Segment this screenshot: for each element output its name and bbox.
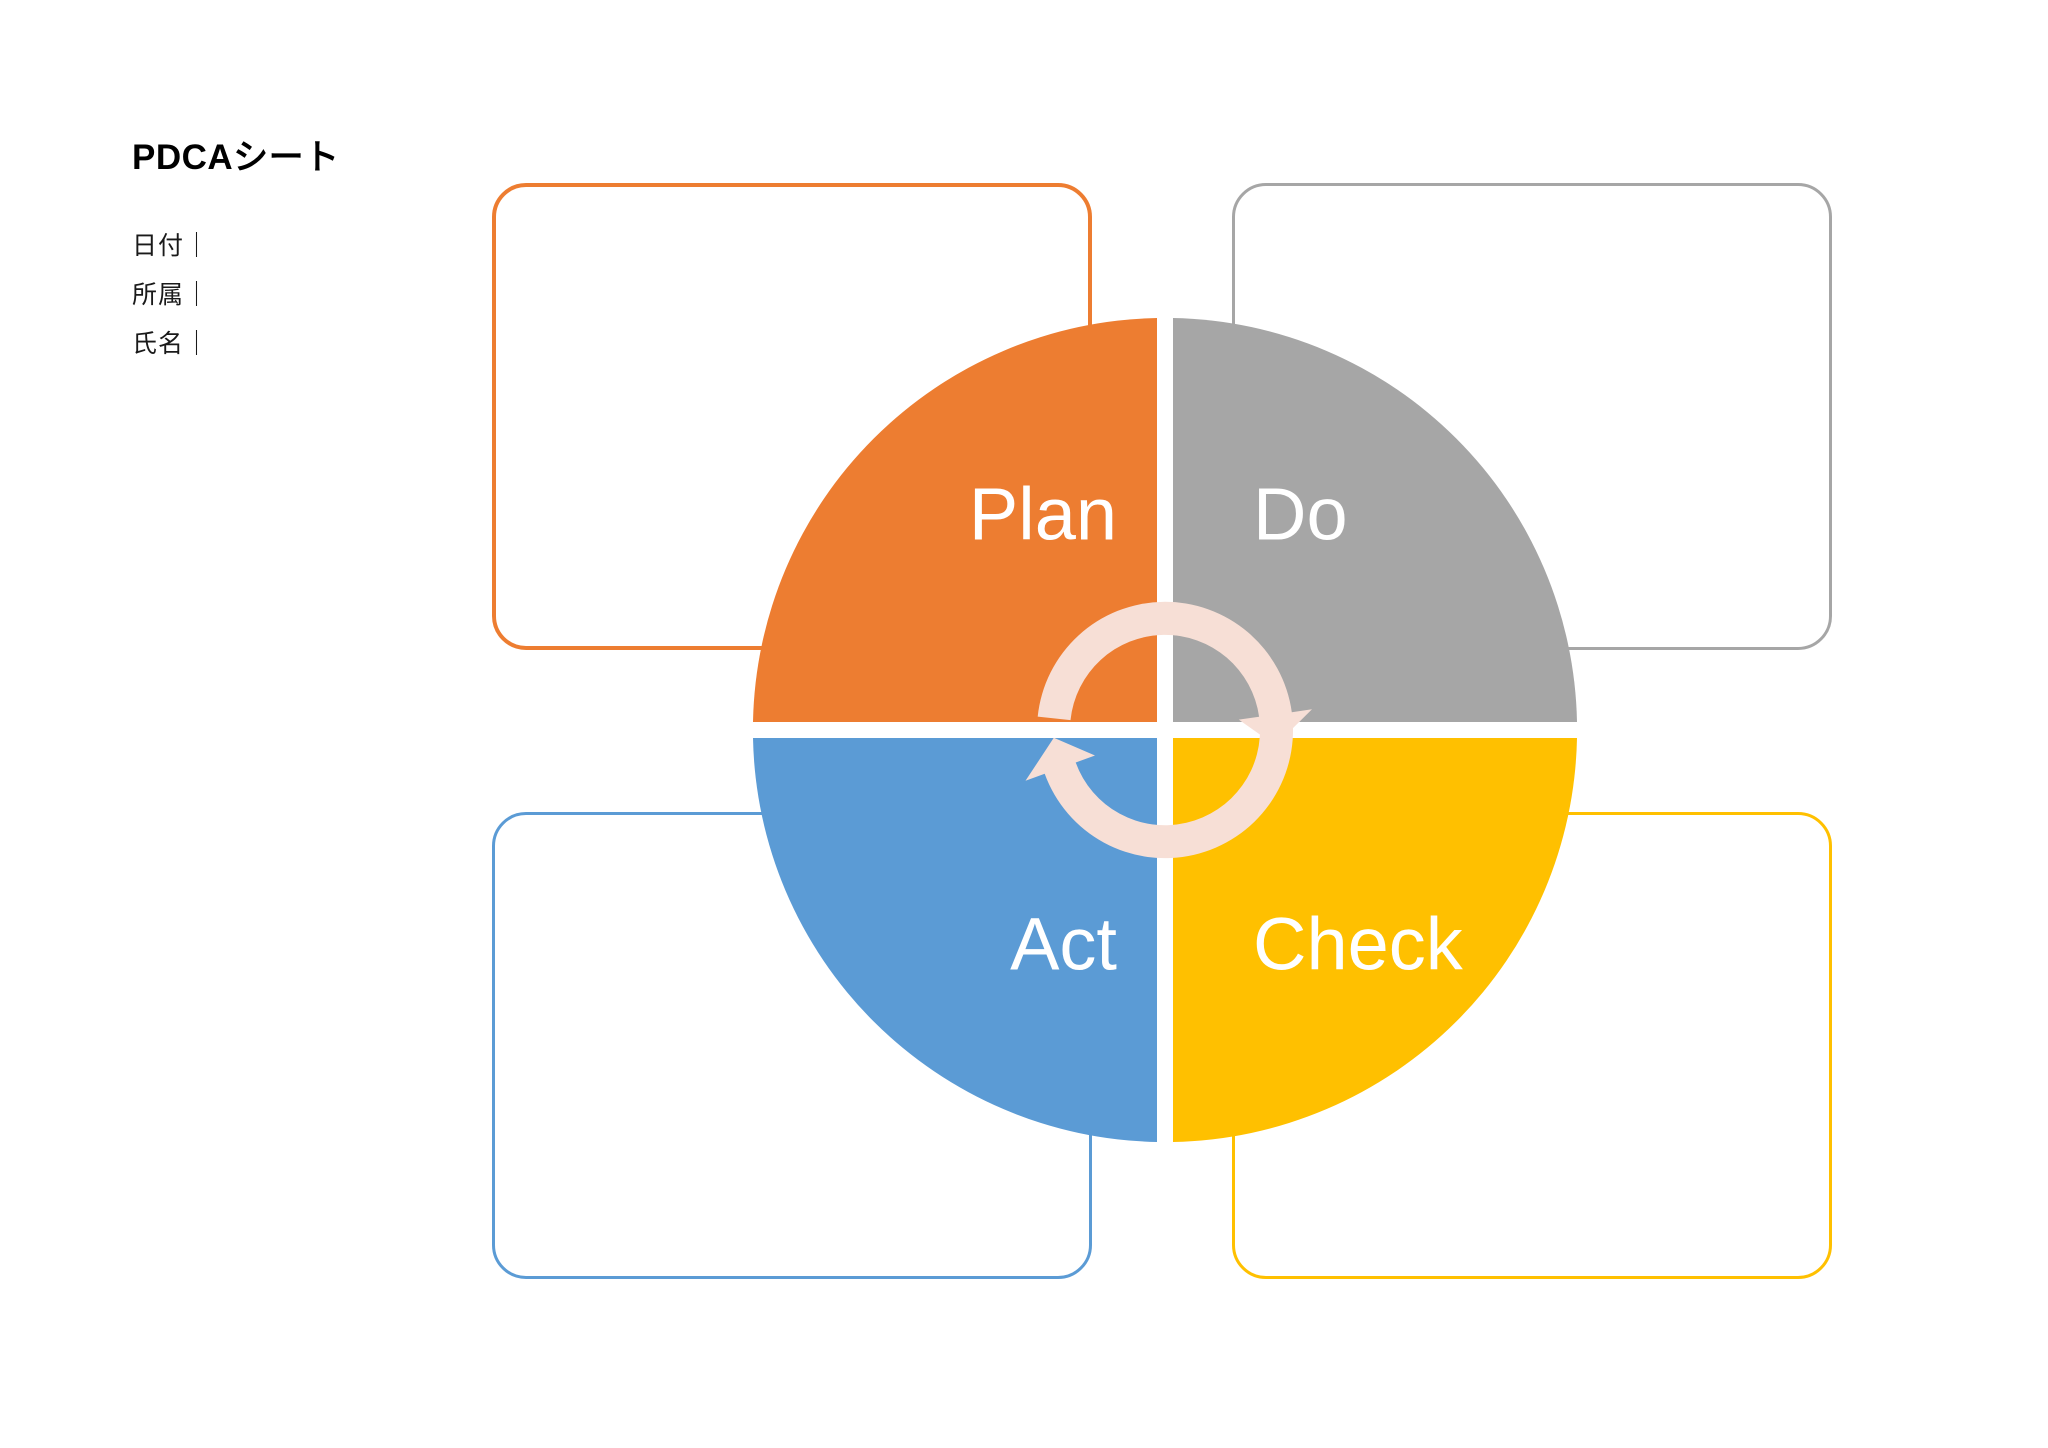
meta-row-date[interactable]: 日付｜ [132,231,211,260]
meta-list: 日付｜ 所属｜ 氏名｜ [132,231,552,358]
slice-label-plan: Plan [969,473,1117,556]
pdca-wheel: Plan Do Act Check [745,310,1585,1150]
slice-do[interactable] [1173,318,1577,722]
slice-check[interactable] [1173,738,1577,1142]
slice-act[interactable] [753,738,1157,1142]
page-title: PDCAシート [132,138,340,177]
meta-row-name[interactable]: 氏名｜ [132,329,211,358]
slice-plan[interactable] [753,318,1157,722]
slice-label-check: Check [1253,903,1464,986]
slice-label-do: Do [1253,473,1348,556]
cycle-arrow-bottom-icon [1025,716,1294,859]
cycle-arrow-top-icon [1037,601,1312,746]
header-block: PDCAシート 日付｜ 所属｜ 氏名｜ [132,136,552,381]
slice-label-act: Act [1010,903,1117,986]
meta-row-department[interactable]: 所属｜ [132,280,211,309]
